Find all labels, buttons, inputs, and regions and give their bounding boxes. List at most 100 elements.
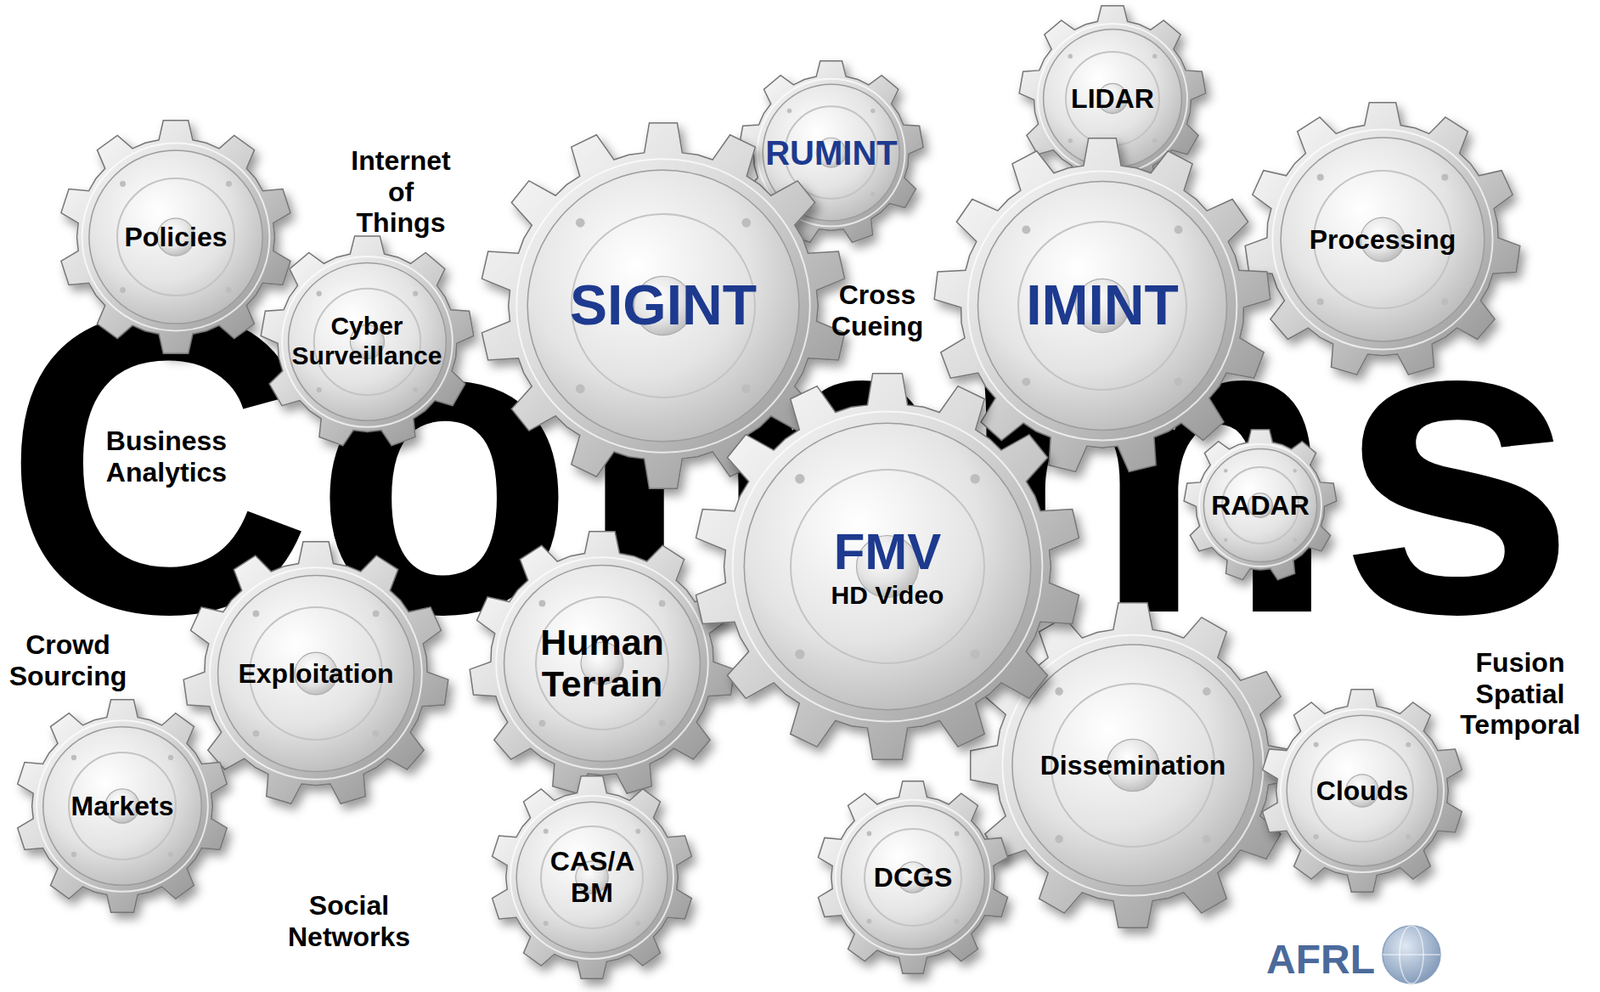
gear-bolt — [635, 828, 641, 834]
gear-bolt — [741, 218, 751, 228]
gear-label-group: IMINT — [1025, 273, 1179, 339]
gear-face — [1286, 715, 1438, 867]
gear-ring — [535, 597, 669, 730]
gear-bolt — [539, 600, 547, 608]
gear-bolt — [659, 720, 666, 727]
gear-rim-highlight — [281, 256, 453, 428]
gear-label: Policies — [124, 221, 228, 254]
gear-ring — [1311, 739, 1414, 842]
gear-label-group: Clouds — [1316, 775, 1409, 807]
gear-bolt — [543, 920, 549, 926]
gear-node: Markets — [15, 698, 230, 913]
gear-bolt — [954, 918, 960, 924]
gear-bolt — [225, 180, 232, 187]
gear-node: Exploitation — [183, 540, 449, 806]
free-label: Internet of Things — [350, 145, 451, 239]
gear-bolt — [315, 290, 322, 296]
gear-bolt — [1313, 742, 1319, 748]
gear-teeth — [934, 138, 1271, 473]
gear-rim-highlight — [516, 158, 811, 453]
gear-ring — [864, 828, 962, 926]
gear-rim-highlight — [82, 143, 271, 332]
gear-label: SIGINT — [569, 273, 757, 339]
gear-bolt — [1405, 742, 1411, 748]
gear-teeth — [492, 776, 693, 980]
gear-node: IMINT — [934, 137, 1271, 474]
gear-label: Exploitation — [237, 658, 394, 690]
gear-face — [1012, 644, 1254, 886]
gear-label-group: Policies — [124, 221, 228, 254]
gear-face — [89, 150, 263, 324]
gear-rim-highlight — [209, 567, 423, 780]
gear-bolt — [1223, 468, 1229, 474]
gear-bolt — [372, 610, 380, 618]
gear-bolt — [315, 387, 322, 393]
gear-label: Dissemination — [1040, 749, 1227, 782]
gear-ring — [540, 826, 643, 929]
gear-node: FMVHD Video — [693, 372, 1082, 761]
gear-bolt — [539, 720, 547, 727]
gear-label: DCGS — [873, 861, 953, 894]
gear-label: Cyber Surveillance — [292, 311, 443, 371]
gear-teeth — [1245, 102, 1521, 375]
gear-bolt — [575, 383, 586, 394]
gear-ring — [117, 178, 235, 296]
gear-bolt — [412, 387, 418, 393]
free-label: Business Analytics — [106, 425, 227, 489]
gear-bolt — [225, 287, 232, 293]
globe-icon — [1382, 925, 1441, 984]
gear-label: HD Video — [831, 580, 945, 611]
gear-rim-highlight — [495, 557, 709, 770]
gear-label-group: Processing — [1309, 224, 1457, 256]
gear-label-group: SIGINT — [569, 273, 757, 339]
gear-label-group: Dissemination — [1040, 749, 1227, 782]
gear-node: CAS/A BM — [490, 775, 694, 980]
gear-rim-highlight — [732, 411, 1043, 722]
gear-rim-highlight — [1199, 444, 1322, 567]
gear-bolt — [635, 920, 641, 926]
gear-label-group: Human Terrain — [540, 621, 665, 706]
gear-bolt — [1441, 298, 1448, 305]
gear-label-group: RUMINT — [765, 133, 898, 173]
gear-bolt — [1152, 53, 1158, 58]
gear-ring — [790, 469, 985, 664]
gear-bolt — [969, 473, 980, 484]
gear-label: RADAR — [1211, 490, 1310, 522]
free-label: Cross Cueing — [831, 279, 924, 343]
gear-ring — [68, 752, 176, 860]
gear-bolt — [1202, 687, 1212, 696]
gear-rim-highlight — [835, 800, 991, 955]
gear-label-group: FMVHD Video — [831, 522, 945, 611]
gear-rim-highlight — [510, 795, 674, 959]
gear-face — [527, 169, 800, 442]
gear-label-group: RADAR — [1211, 490, 1310, 522]
gear-bolt — [1441, 174, 1448, 181]
globe-equator — [1382, 953, 1441, 956]
gear-bolt — [1067, 53, 1073, 58]
gear-label-group: Exploitation — [237, 658, 394, 690]
gear-bolt — [787, 108, 792, 113]
gear-face — [1203, 448, 1317, 562]
gear-bolt — [1021, 225, 1031, 234]
gear-bolt — [1021, 377, 1031, 387]
gear-bolt — [253, 610, 260, 618]
gear-bolt — [867, 918, 873, 924]
gear-label-group: CAS/A BM — [550, 845, 634, 909]
gear-face — [43, 726, 202, 885]
gear-bolt — [1317, 298, 1324, 305]
gear-bolt — [870, 108, 875, 113]
gear-face — [218, 575, 415, 772]
gear-ring — [1018, 221, 1187, 390]
gear-node: DCGS — [816, 780, 1010, 975]
gear-bolt — [1174, 377, 1184, 387]
gear-node: RADAR — [1183, 428, 1337, 582]
gear-bolt — [1405, 833, 1411, 840]
gear-bolt — [1174, 225, 1184, 234]
gear-bolt — [71, 754, 77, 761]
gear-bolt — [794, 648, 805, 659]
gear-label: Processing — [1309, 224, 1457, 256]
gear-bolt — [1223, 537, 1229, 542]
gear-label: LIDAR — [1070, 83, 1155, 115]
gear-teeth — [17, 699, 228, 913]
gear-face — [841, 805, 986, 950]
